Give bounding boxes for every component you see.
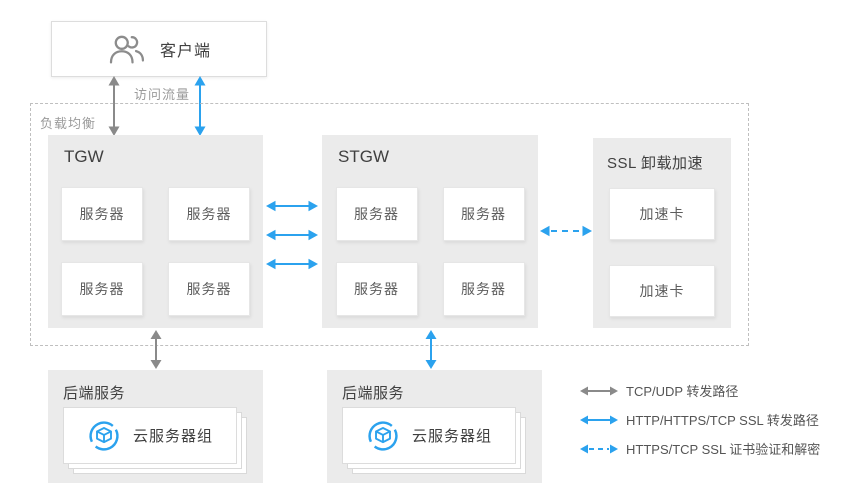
load-balancer-region: 负载均衡 [30, 103, 749, 346]
backend-service-right: 后端服务 云服务器组 [327, 370, 542, 483]
client-box: 客户端 [51, 21, 267, 77]
legend-solid-gray-arrow [580, 386, 618, 395]
legend-label-tcp-udp: TCP/UDP 转发路径 [626, 384, 739, 399]
stgw-server-3: 服务器 [335, 262, 418, 316]
stgw-title: STGW [338, 147, 389, 166]
legend-label-ssl-cert: HTTPS/TCP SSL 证书验证和解密 [626, 442, 821, 457]
legend-dashed-blue-arrow [580, 444, 618, 453]
stgw-ssl-dashed-arrow [540, 225, 592, 237]
ssl-offload-title: SSL 卸载加速 [607, 155, 703, 172]
legend-label-http-https: HTTP/HTTPS/TCP SSL 转发路径 [626, 413, 819, 428]
tgw-stgw-arrow-1 [266, 200, 318, 212]
backend-service-left: 后端服务 云服务器组 [48, 370, 263, 483]
cvm-group-label: 云服务器组 [411, 428, 492, 445]
accelerator-card-2: 加速卡 [609, 265, 715, 317]
backend-right-title: 后端服务 [342, 385, 405, 402]
stgw-panel: STGW 服务器 服务器 服务器 服务器 [322, 135, 538, 328]
tgw-server-4: 服务器 [168, 262, 250, 316]
tgw-server-3: 服务器 [61, 262, 143, 316]
tgw-server-1: 服务器 [61, 187, 143, 241]
ssl-offload-panel: SSL 卸载加速 加速卡 加速卡 [593, 138, 731, 328]
tgw-server-2: 服务器 [168, 187, 250, 241]
legend: TCP/UDP 转发路径 HTTP/HTTPS/TCP SSL 转发路径 HTT… [580, 384, 821, 457]
legend-solid-blue-arrow [580, 415, 618, 424]
http-traffic-arrow [194, 76, 206, 136]
tgw-server-grid: 服务器 服务器 服务器 服务器 [48, 187, 263, 316]
tgw-backend-arrow [150, 330, 162, 369]
legend-row-http-https: HTTP/HTTPS/TCP SSL 转发路径 [580, 413, 820, 428]
stgw-server-1: 服务器 [335, 187, 418, 241]
tgw-panel: TGW 服务器 服务器 服务器 服务器 [48, 135, 263, 328]
legend-row-tcp-udp: TCP/UDP 转发路径 [580, 384, 820, 399]
cvm-icon [366, 419, 400, 453]
traffic-label: 访问流量 [134, 87, 191, 102]
tgw-stgw-arrow-3 [266, 258, 318, 270]
cvm-group-card-right: 云服务器组 [342, 407, 526, 474]
cvm-group-label: 云服务器组 [132, 428, 213, 445]
accelerator-card-1: 加速卡 [609, 188, 715, 240]
ssl-card-list: 加速卡 加速卡 [593, 188, 731, 317]
stgw-server-2: 服务器 [442, 187, 525, 241]
tgw-stgw-arrow-2 [266, 229, 318, 241]
stgw-server-grid: 服务器 服务器 服务器 服务器 [322, 187, 538, 316]
users-icon [107, 33, 147, 65]
stgw-backend-arrow [425, 330, 437, 369]
load-balancer-label: 负载均衡 [40, 116, 97, 131]
cvm-group-card-left: 云服务器组 [63, 407, 247, 474]
tcp-udp-traffic-arrow [108, 76, 120, 136]
client-label: 客户端 [159, 43, 211, 60]
stgw-server-4: 服务器 [442, 262, 525, 316]
backend-left-title: 后端服务 [63, 385, 126, 402]
cvm-icon [87, 419, 121, 453]
tgw-title: TGW [64, 147, 104, 166]
legend-row-ssl-cert: HTTPS/TCP SSL 证书验证和解密 [580, 442, 821, 457]
